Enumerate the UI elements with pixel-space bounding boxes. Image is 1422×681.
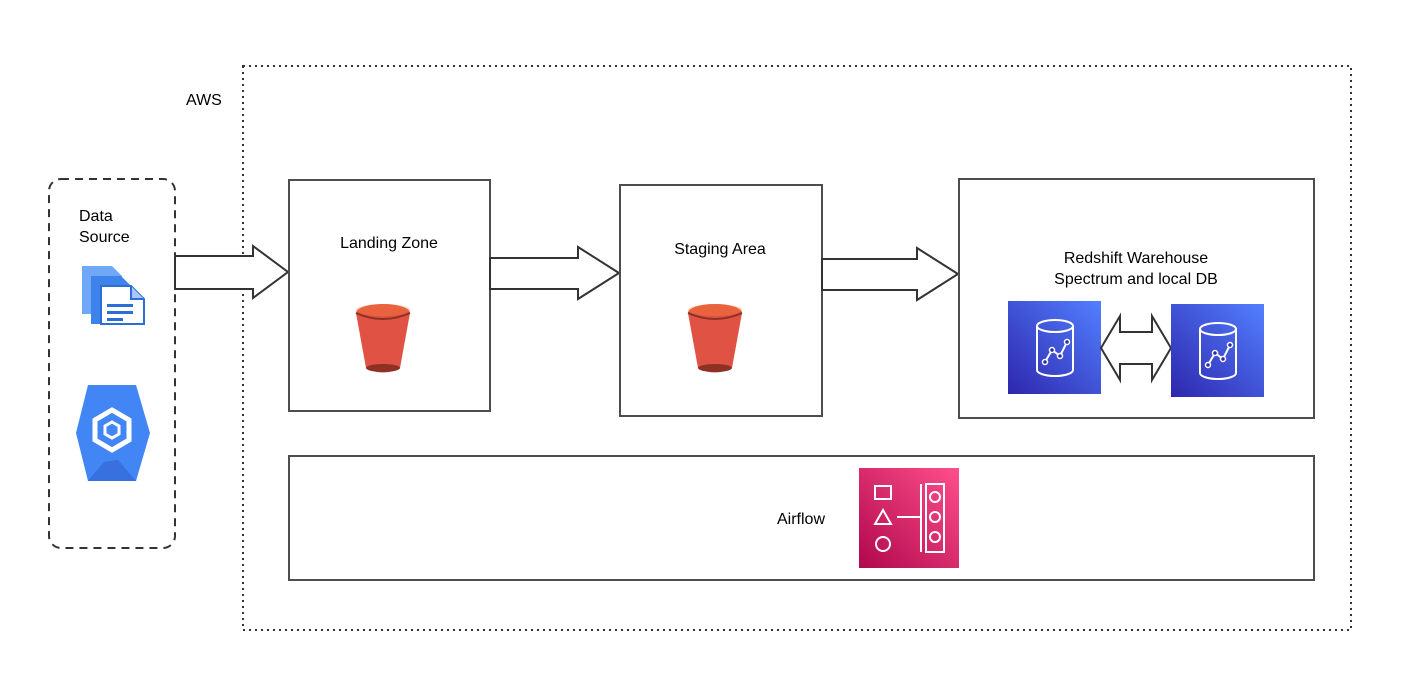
arrow-source-to-landing	[174, 244, 290, 300]
redshift-label: Redshift Warehouse	[1064, 250, 1208, 267]
cloud-dataproc-hexagon-icon	[76, 385, 150, 481]
redshift-database-icon	[1171, 304, 1264, 397]
landing-zone-label: Landing Zone	[340, 235, 438, 252]
document-stack-icon	[82, 266, 145, 325]
redshift-label-2: Spectrum and local DB	[1054, 271, 1218, 288]
arrow-landing-to-staging	[489, 245, 621, 301]
airflow-label: Airflow	[777, 511, 825, 528]
managed-workflows-icon	[859, 468, 959, 568]
data-source-label-2: Source	[79, 229, 130, 246]
landing-zone-box	[288, 179, 491, 412]
data-source-group	[48, 178, 176, 549]
airflow-box	[288, 455, 1315, 581]
s3-bucket-icon	[687, 304, 743, 373]
data-source-label: Data	[79, 208, 113, 225]
redshift-database-icon	[1008, 301, 1101, 394]
aws-label: AWS	[186, 92, 222, 109]
arrow-staging-to-redshift	[821, 246, 960, 302]
staging-area-label: Staging Area	[674, 241, 766, 258]
aws-boundary	[242, 65, 1352, 631]
staging-area-box	[619, 184, 823, 417]
s3-bucket-icon	[355, 304, 411, 373]
